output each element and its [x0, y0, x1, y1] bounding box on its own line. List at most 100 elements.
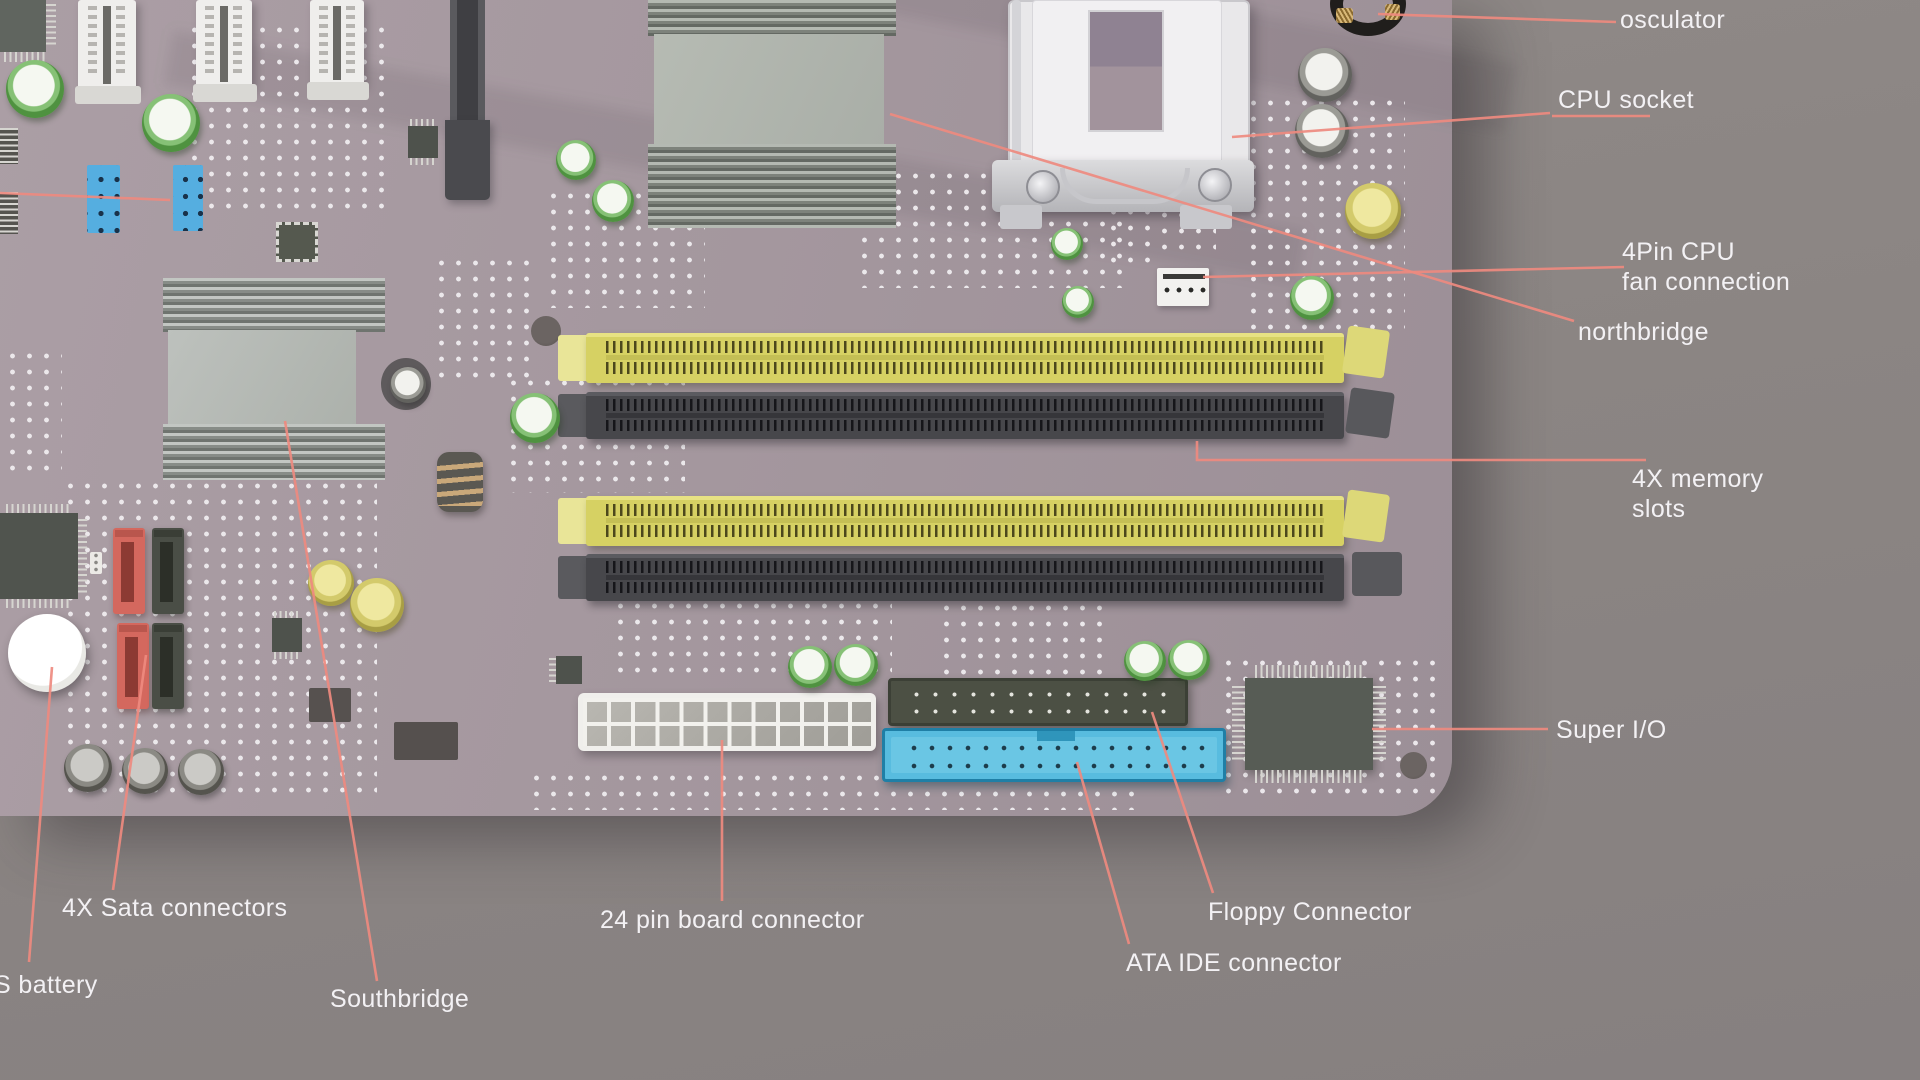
pci-slot-foot [193, 84, 257, 102]
mounting-hole [1400, 752, 1427, 779]
pin-row [905, 745, 1205, 751]
jumper-header [173, 165, 203, 231]
label-24pin: 24 pin board connector [600, 906, 865, 934]
chip-pins [410, 119, 436, 126]
capacitor-green [510, 393, 560, 443]
atx-24pin-connector [578, 693, 876, 751]
fan-header-pins [1161, 286, 1207, 294]
pci-pin-holes [88, 6, 97, 78]
capacitor-yellow [308, 560, 354, 606]
dimm-latch [558, 335, 590, 381]
chip-pins [1232, 686, 1245, 762]
dimm-pins [606, 504, 1324, 516]
sata-key [154, 530, 182, 537]
heatsink-fins [648, 144, 896, 228]
chip-pins [1373, 686, 1386, 762]
chip-pins [1255, 665, 1363, 678]
pci-slot-foot [75, 86, 141, 104]
label-cpu-fan: 4Pin CPU fan connection [1622, 238, 1791, 296]
ata-ide-connector [882, 728, 1226, 782]
toroid-inductor [437, 452, 483, 512]
edge-pin-array [0, 128, 18, 164]
pci-groove [103, 6, 111, 84]
dimm-ridge [606, 413, 1324, 418]
choke-winding [1385, 4, 1400, 20]
pci-slot-foot [307, 82, 369, 100]
capacitor-green [834, 644, 878, 686]
jumper-header [87, 165, 120, 233]
socket-window [1088, 10, 1164, 132]
label-floppy: Floppy Connector [1208, 898, 1412, 926]
capacitor-green [788, 646, 832, 688]
chip-pins [6, 504, 72, 513]
socket-screw [1026, 170, 1060, 204]
capacitor [64, 744, 112, 792]
dimm-pins [606, 582, 1324, 593]
soic-chip [549, 656, 582, 684]
edge-pin-array [0, 192, 18, 234]
dimm-slot-black [586, 554, 1344, 601]
chip-pins [46, 4, 56, 48]
capacitor-yellow [1345, 183, 1401, 239]
sata-slot [160, 637, 173, 697]
pin-row [905, 763, 1205, 769]
chip-pins [274, 611, 300, 618]
capacitor-gray [1295, 104, 1349, 158]
pci-pin-holes [116, 6, 125, 78]
chip-pins [410, 158, 436, 165]
via-dots [62, 478, 377, 803]
tiny-component [90, 552, 102, 574]
sata-connector-red [113, 528, 145, 614]
via-dots [433, 255, 533, 380]
sata-connector-dark [152, 623, 184, 709]
atx-pin-grid [583, 698, 871, 746]
pcie-slot [450, 0, 485, 120]
via-dots [938, 600, 1103, 680]
chip-pins [78, 519, 87, 593]
capacitor-green [142, 94, 200, 152]
dimm-latch [558, 498, 590, 544]
soic-chip [272, 611, 302, 659]
dimm-pins [606, 561, 1324, 573]
small-chip [394, 722, 458, 760]
soic-chip [408, 119, 438, 165]
label-super-io: Super I/O [1556, 716, 1667, 744]
pci-pin-holes [233, 6, 242, 76]
heatsink-fins [163, 424, 385, 480]
dimm-latch-open [1341, 489, 1391, 543]
choke-winding [1336, 8, 1353, 23]
via-dots [4, 348, 62, 478]
cpu-fan-header [1157, 268, 1209, 306]
qfn-chip [276, 222, 318, 262]
pci-slot [75, 0, 141, 104]
cpu-socket [985, 0, 1257, 248]
label-osculator: osculator [1620, 6, 1726, 34]
capacitor-green [1168, 640, 1210, 680]
inductor-winding [437, 458, 483, 506]
mounting-hole [531, 316, 561, 346]
ide-notch [1037, 731, 1075, 741]
sata-slot [125, 637, 138, 697]
dimm-latch [558, 394, 590, 437]
heatsink-plate [654, 34, 884, 146]
sata-key [119, 625, 147, 632]
small-chip [309, 688, 351, 722]
capacitor-green [556, 140, 596, 180]
capacitor-yellow [350, 578, 404, 632]
dimm-pins [606, 362, 1324, 374]
corner-chip [0, 0, 46, 52]
label-ata-ide: ATA IDE connector [1126, 949, 1342, 977]
northbridge-heatsink [648, 0, 896, 228]
label-sata: 4X Sata connectors [62, 894, 288, 922]
capacitor-green [1290, 276, 1334, 320]
chip-pins [549, 658, 556, 682]
label-southbridge: Southbridge [330, 985, 470, 1013]
dimm-pins [606, 341, 1324, 353]
label-northbridge: northbridge [1578, 318, 1709, 346]
capacitor [178, 749, 224, 795]
dimm-latch-open [1341, 325, 1391, 379]
label-cpu-socket: CPU socket [1558, 86, 1694, 114]
pci-groove [220, 6, 228, 82]
dimm-ridge [606, 518, 1324, 523]
